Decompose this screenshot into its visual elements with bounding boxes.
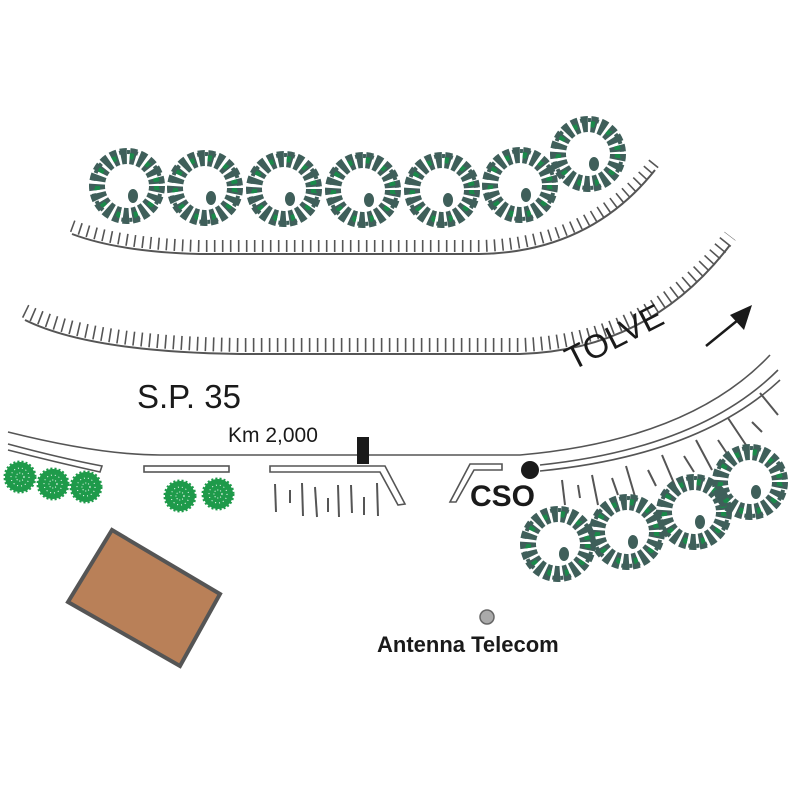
embankment-middle	[21, 231, 736, 355]
road-sp35	[7, 354, 781, 518]
tree-row-top	[93, 120, 622, 224]
cso-label: CSO	[470, 480, 536, 513]
km-post-marker	[357, 437, 369, 464]
road-name-label: S.P. 35	[137, 378, 241, 415]
cso-dot-icon	[521, 461, 539, 479]
building	[65, 527, 223, 669]
embankment-upper	[69, 158, 660, 255]
antenna-dot-icon	[479, 609, 495, 625]
tree-row-right	[524, 448, 784, 578]
km-marker-label: Km 2,000	[228, 424, 318, 447]
antenna-label: Antenna Telecom	[377, 632, 559, 657]
arrow-northeast-icon	[705, 305, 752, 347]
